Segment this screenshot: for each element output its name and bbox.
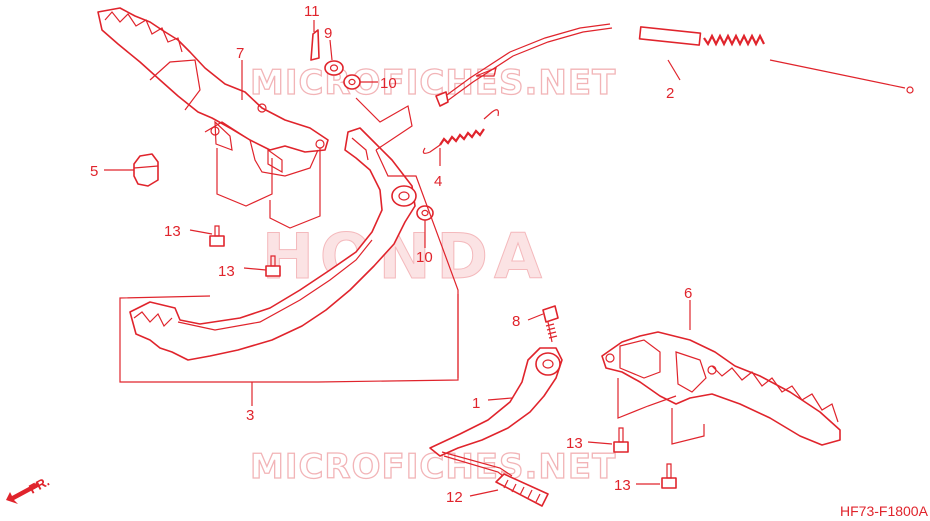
callout-10-b: 10: [416, 249, 433, 266]
diagram-code: HF73-F1800A: [840, 503, 929, 519]
callout-9: 9: [324, 25, 332, 42]
callout-11: 11: [304, 3, 320, 20]
callout-2: 2: [666, 85, 674, 102]
callout-10-a: 10: [380, 75, 397, 92]
site-watermark-bottom: MICROFICHES.NET: [250, 447, 616, 487]
direction-label: FR.: [26, 474, 52, 497]
callout-3: 3: [246, 407, 254, 424]
callout-8: 8: [512, 313, 520, 330]
front-direction-arrow: FR.: [6, 474, 52, 504]
bolt-13-b: [265, 255, 281, 277]
callout-12: 12: [446, 489, 463, 506]
callout-6: 6: [684, 285, 692, 302]
bolt-13-c: [613, 427, 629, 453]
callout-7: 7: [236, 45, 244, 62]
leader-lines: [104, 20, 705, 497]
pedal-arm: [429, 347, 563, 481]
pedal-rubber: [495, 473, 549, 507]
bolt-8: [542, 305, 559, 343]
callout-1: 1: [472, 395, 480, 412]
washer-upper: [343, 74, 361, 90]
cotter-pin: [310, 29, 320, 61]
bolt-13-a: [209, 225, 225, 247]
callout-13-c: 13: [566, 435, 583, 452]
right-footpeg: [601, 331, 841, 446]
return-spring: [422, 109, 499, 154]
site-watermark-top: MICROFICHES.NET: [250, 63, 616, 103]
left-footpeg: [97, 7, 329, 177]
washer-lower: [416, 205, 434, 221]
callout-13-a: 13: [164, 223, 181, 240]
brake-cable: [435, 23, 914, 107]
washer: [324, 60, 344, 76]
callouts: 1 2 3 4 5 6 7 8 9 10 10 11 12 13 13 13 1…: [90, 3, 692, 506]
bolt-13-d: [661, 463, 677, 489]
rubber-cap: [133, 153, 159, 187]
callout-13-b: 13: [218, 263, 235, 280]
brake-pedal: [129, 127, 417, 361]
callout-13-d: 13: [614, 477, 631, 494]
callout-5: 5: [90, 163, 98, 180]
brand-watermark: HONDA: [262, 220, 548, 293]
callout-4: 4: [434, 173, 442, 190]
